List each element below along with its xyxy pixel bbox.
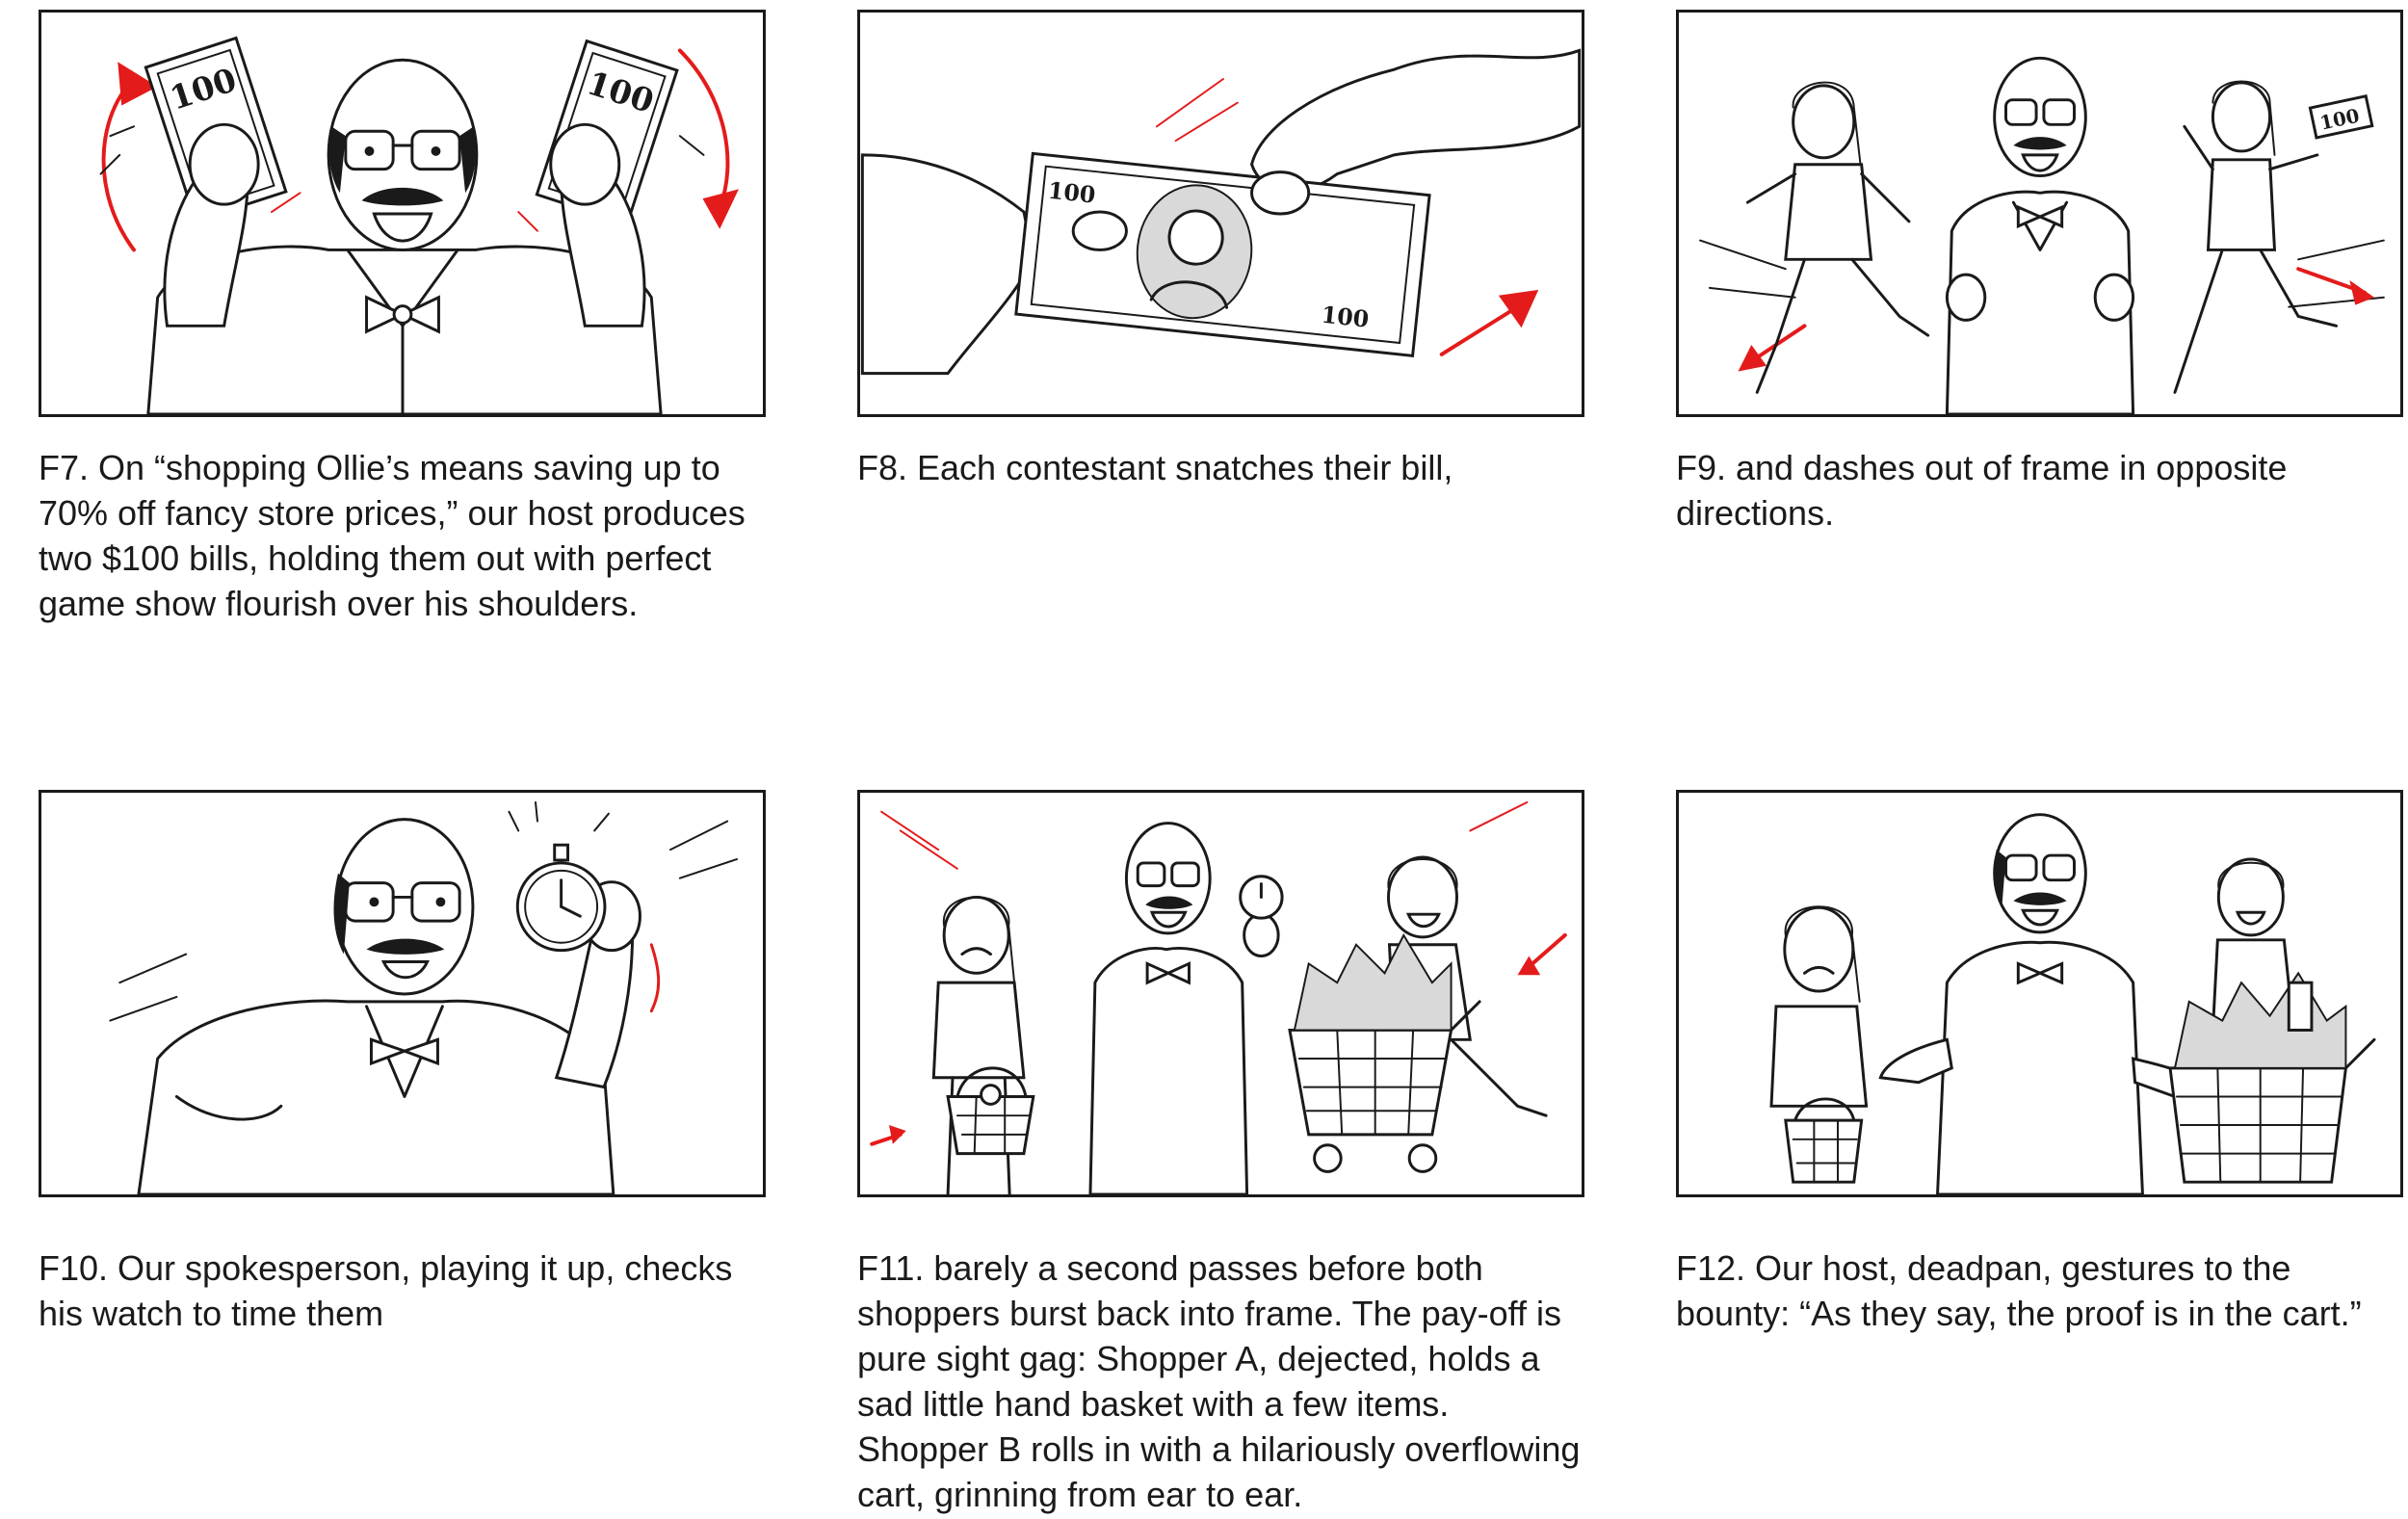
svg-text:100: 100 bbox=[1320, 301, 1370, 333]
bow-tie bbox=[392, 304, 413, 325]
caption-f9: F9. and dashes out of frame in opposite … bbox=[1676, 448, 2288, 533]
caption-f10: F10. Our spokesperson, playing it up, ch… bbox=[39, 1248, 733, 1333]
illustration-host-holding-bills: 100 100 bbox=[99, 36, 739, 414]
glasses bbox=[344, 881, 395, 923]
caption-f11: F11. barely a second passes before both … bbox=[857, 1248, 1581, 1514]
motion-arrow-right bbox=[677, 48, 730, 210]
svg-text:100: 100 bbox=[1047, 177, 1097, 209]
motion-arrow bbox=[1439, 304, 1520, 356]
motion-arrow-left bbox=[101, 77, 136, 252]
host-hand-left bbox=[188, 122, 260, 206]
hand-top-right bbox=[1249, 48, 1582, 193]
illustration-shoppers-return bbox=[870, 800, 1567, 1194]
illustration-contestants-dash-away: 100 bbox=[1699, 56, 2385, 414]
hand-basket-small bbox=[946, 1066, 1035, 1156]
storyboard-frame-f7: 100 100 bbox=[39, 10, 766, 417]
mustache bbox=[366, 938, 445, 955]
illustration-hands-grab-bill: 100 100 bbox=[860, 48, 1582, 376]
mustache bbox=[361, 187, 444, 206]
illustration-host-checks-stopwatch bbox=[109, 800, 738, 1194]
bow-tie bbox=[400, 1037, 439, 1066]
host-with-stopwatch bbox=[1088, 822, 1284, 1194]
storyboard-frame-f12 bbox=[1676, 790, 2403, 1197]
storyboard-frame-f9: 100 bbox=[1676, 10, 2403, 417]
contestant-b-running: 100 bbox=[2173, 80, 2374, 394]
motion-arrow-right bbox=[1525, 932, 1567, 971]
host-head bbox=[327, 58, 479, 251]
storyboard-frame-f11 bbox=[857, 790, 1584, 1197]
shopper-a-dejected bbox=[931, 895, 1035, 1194]
host-standing bbox=[1945, 56, 2135, 414]
caption-f8: F8. Each contestant snatches their bill, bbox=[857, 448, 1453, 487]
open-mouth bbox=[372, 212, 433, 243]
hundred-bill: 100 100 bbox=[1014, 151, 1431, 357]
illustration-host-gestures-to-cart bbox=[1769, 813, 2376, 1194]
storyboard-frame-f10 bbox=[39, 790, 766, 1197]
shopping-cart-overflowing bbox=[1288, 932, 1481, 1173]
hand-bottom-left bbox=[860, 153, 1035, 376]
stopwatch bbox=[515, 843, 607, 953]
shopper-a-sad bbox=[1769, 905, 1869, 1184]
caption-f12: F12. Our host, deadpan, gestures to the … bbox=[1676, 1248, 2362, 1333]
caption-f7: F7. On “shopping Ollie’s means saving up… bbox=[39, 448, 746, 623]
host-hand-right bbox=[549, 122, 621, 206]
contestant-a-running bbox=[1745, 81, 1930, 394]
storyboard-frame-f8: 100 100 bbox=[857, 10, 1584, 417]
host-gesturing bbox=[1878, 813, 2215, 1194]
glasses bbox=[344, 129, 395, 171]
shopping-cart-full bbox=[2168, 971, 2376, 1184]
